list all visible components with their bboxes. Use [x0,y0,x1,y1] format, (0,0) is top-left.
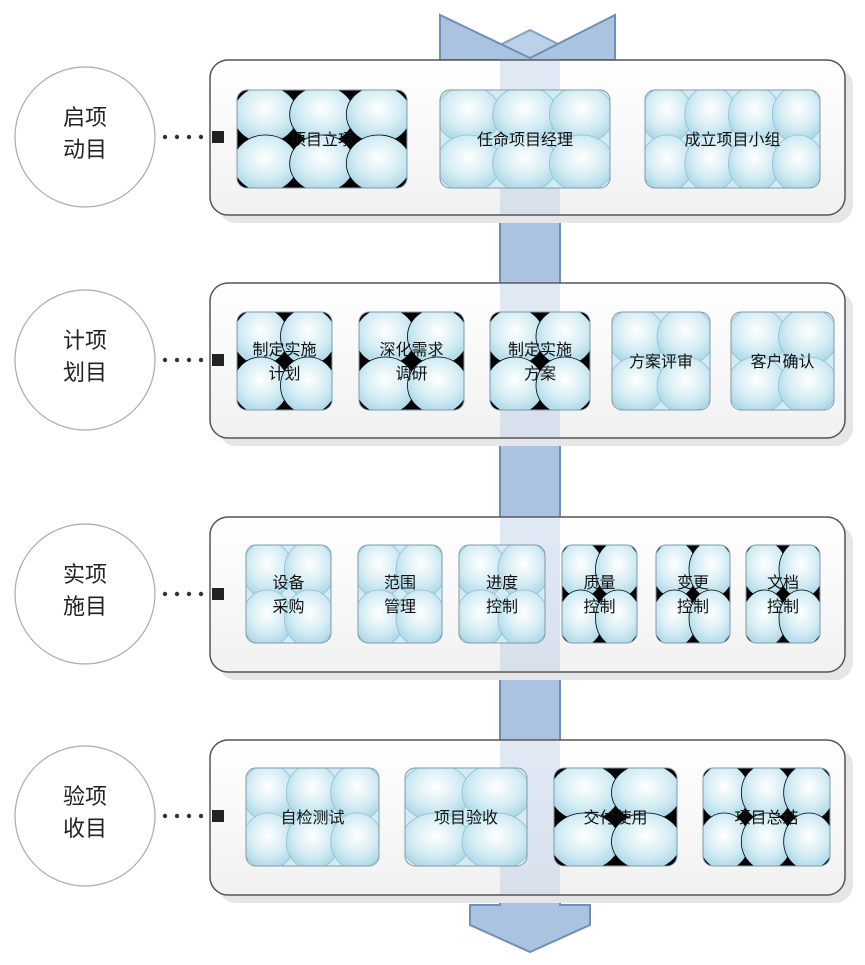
task-label: 成立项目小组 [684,131,780,149]
connector-square [212,810,224,822]
task-label: 自检测试 [280,809,344,827]
stage-label: 启项 [63,105,107,130]
task-label: 项目验收 [434,809,498,827]
task-label: 控制 [767,598,799,616]
stage-circle [14,289,156,431]
task-label: 制定实施 [252,341,316,359]
stage-label: 动目 [63,137,107,162]
task-label: 范围 [384,574,416,592]
connector-dot [198,591,204,597]
connector-dot [174,813,180,819]
connector-dot [186,134,192,140]
task-label: 控制 [677,598,709,616]
task-label: 深化需求 [379,341,443,359]
task-label: 制定实施 [508,341,572,359]
task-box[interactable]: 项目立项 [233,86,411,192]
task-label: 采购 [272,598,304,616]
task-label: 交付使用 [583,809,647,827]
task-box[interactable]: 成立项目小组 [641,86,824,192]
task-label: 进度 [486,574,518,592]
connector-dot [198,813,204,819]
connector-dot [186,357,192,363]
task-box[interactable]: 方案评审 [608,308,714,414]
stage-circle [14,66,156,208]
connector-square [212,588,224,600]
stage-label: 实项 [63,562,107,587]
task-label: 项目立项 [290,131,354,149]
connector-dot [198,357,204,363]
task-label: 方案 [524,365,556,383]
stage-2: 计项划目制定实施计划深化需求调研制定实施方案方案评审客户确认 [14,282,853,446]
task-box[interactable]: 项目验收 [401,764,531,870]
connector-square [212,131,224,143]
task-label: 变更 [677,574,709,592]
connector-dot [162,134,168,140]
stage-label: 划目 [63,360,107,385]
task-label: 项目总结 [734,809,798,827]
task-label: 质量 [583,574,615,592]
connector-dot [198,134,204,140]
connector-dot [186,591,192,597]
stage-label: 验项 [63,784,107,809]
task-box[interactable]: 项目总结 [699,764,834,870]
connector-dot [174,134,180,140]
task-box[interactable]: 自检测试 [242,764,383,870]
task-label: 控制 [486,598,518,616]
connector-dot [186,813,192,819]
task-box[interactable]: 客户确认 [727,308,838,414]
task-label: 控制 [583,598,615,616]
task-label: 设备 [272,574,304,592]
connector-dot [162,591,168,597]
task-label: 调研 [395,365,427,383]
connector-dot [174,357,180,363]
stage-label: 计项 [63,328,107,353]
connector-square [212,354,224,366]
task-box[interactable]: 交付使用 [550,764,681,870]
task-label: 客户确认 [750,353,814,371]
task-box[interactable]: 任命项目经理 [436,86,614,192]
task-label: 文档 [767,574,799,592]
stage-circle [14,523,156,665]
stage-circle [14,745,156,887]
stage-label: 施目 [63,594,107,619]
task-label: 任命项目经理 [477,131,573,149]
stages: 启项动目项目立项任命项目经理成立项目小组计项划目制定实施计划深化需求调研制定实施… [14,59,853,903]
connector-dot [162,357,168,363]
connector-dot [174,591,180,597]
stage-label: 收目 [63,816,107,841]
task-label: 管理 [384,598,416,616]
task-label: 方案评审 [629,353,693,371]
connector-dot [162,813,168,819]
task-label: 计划 [268,365,300,383]
